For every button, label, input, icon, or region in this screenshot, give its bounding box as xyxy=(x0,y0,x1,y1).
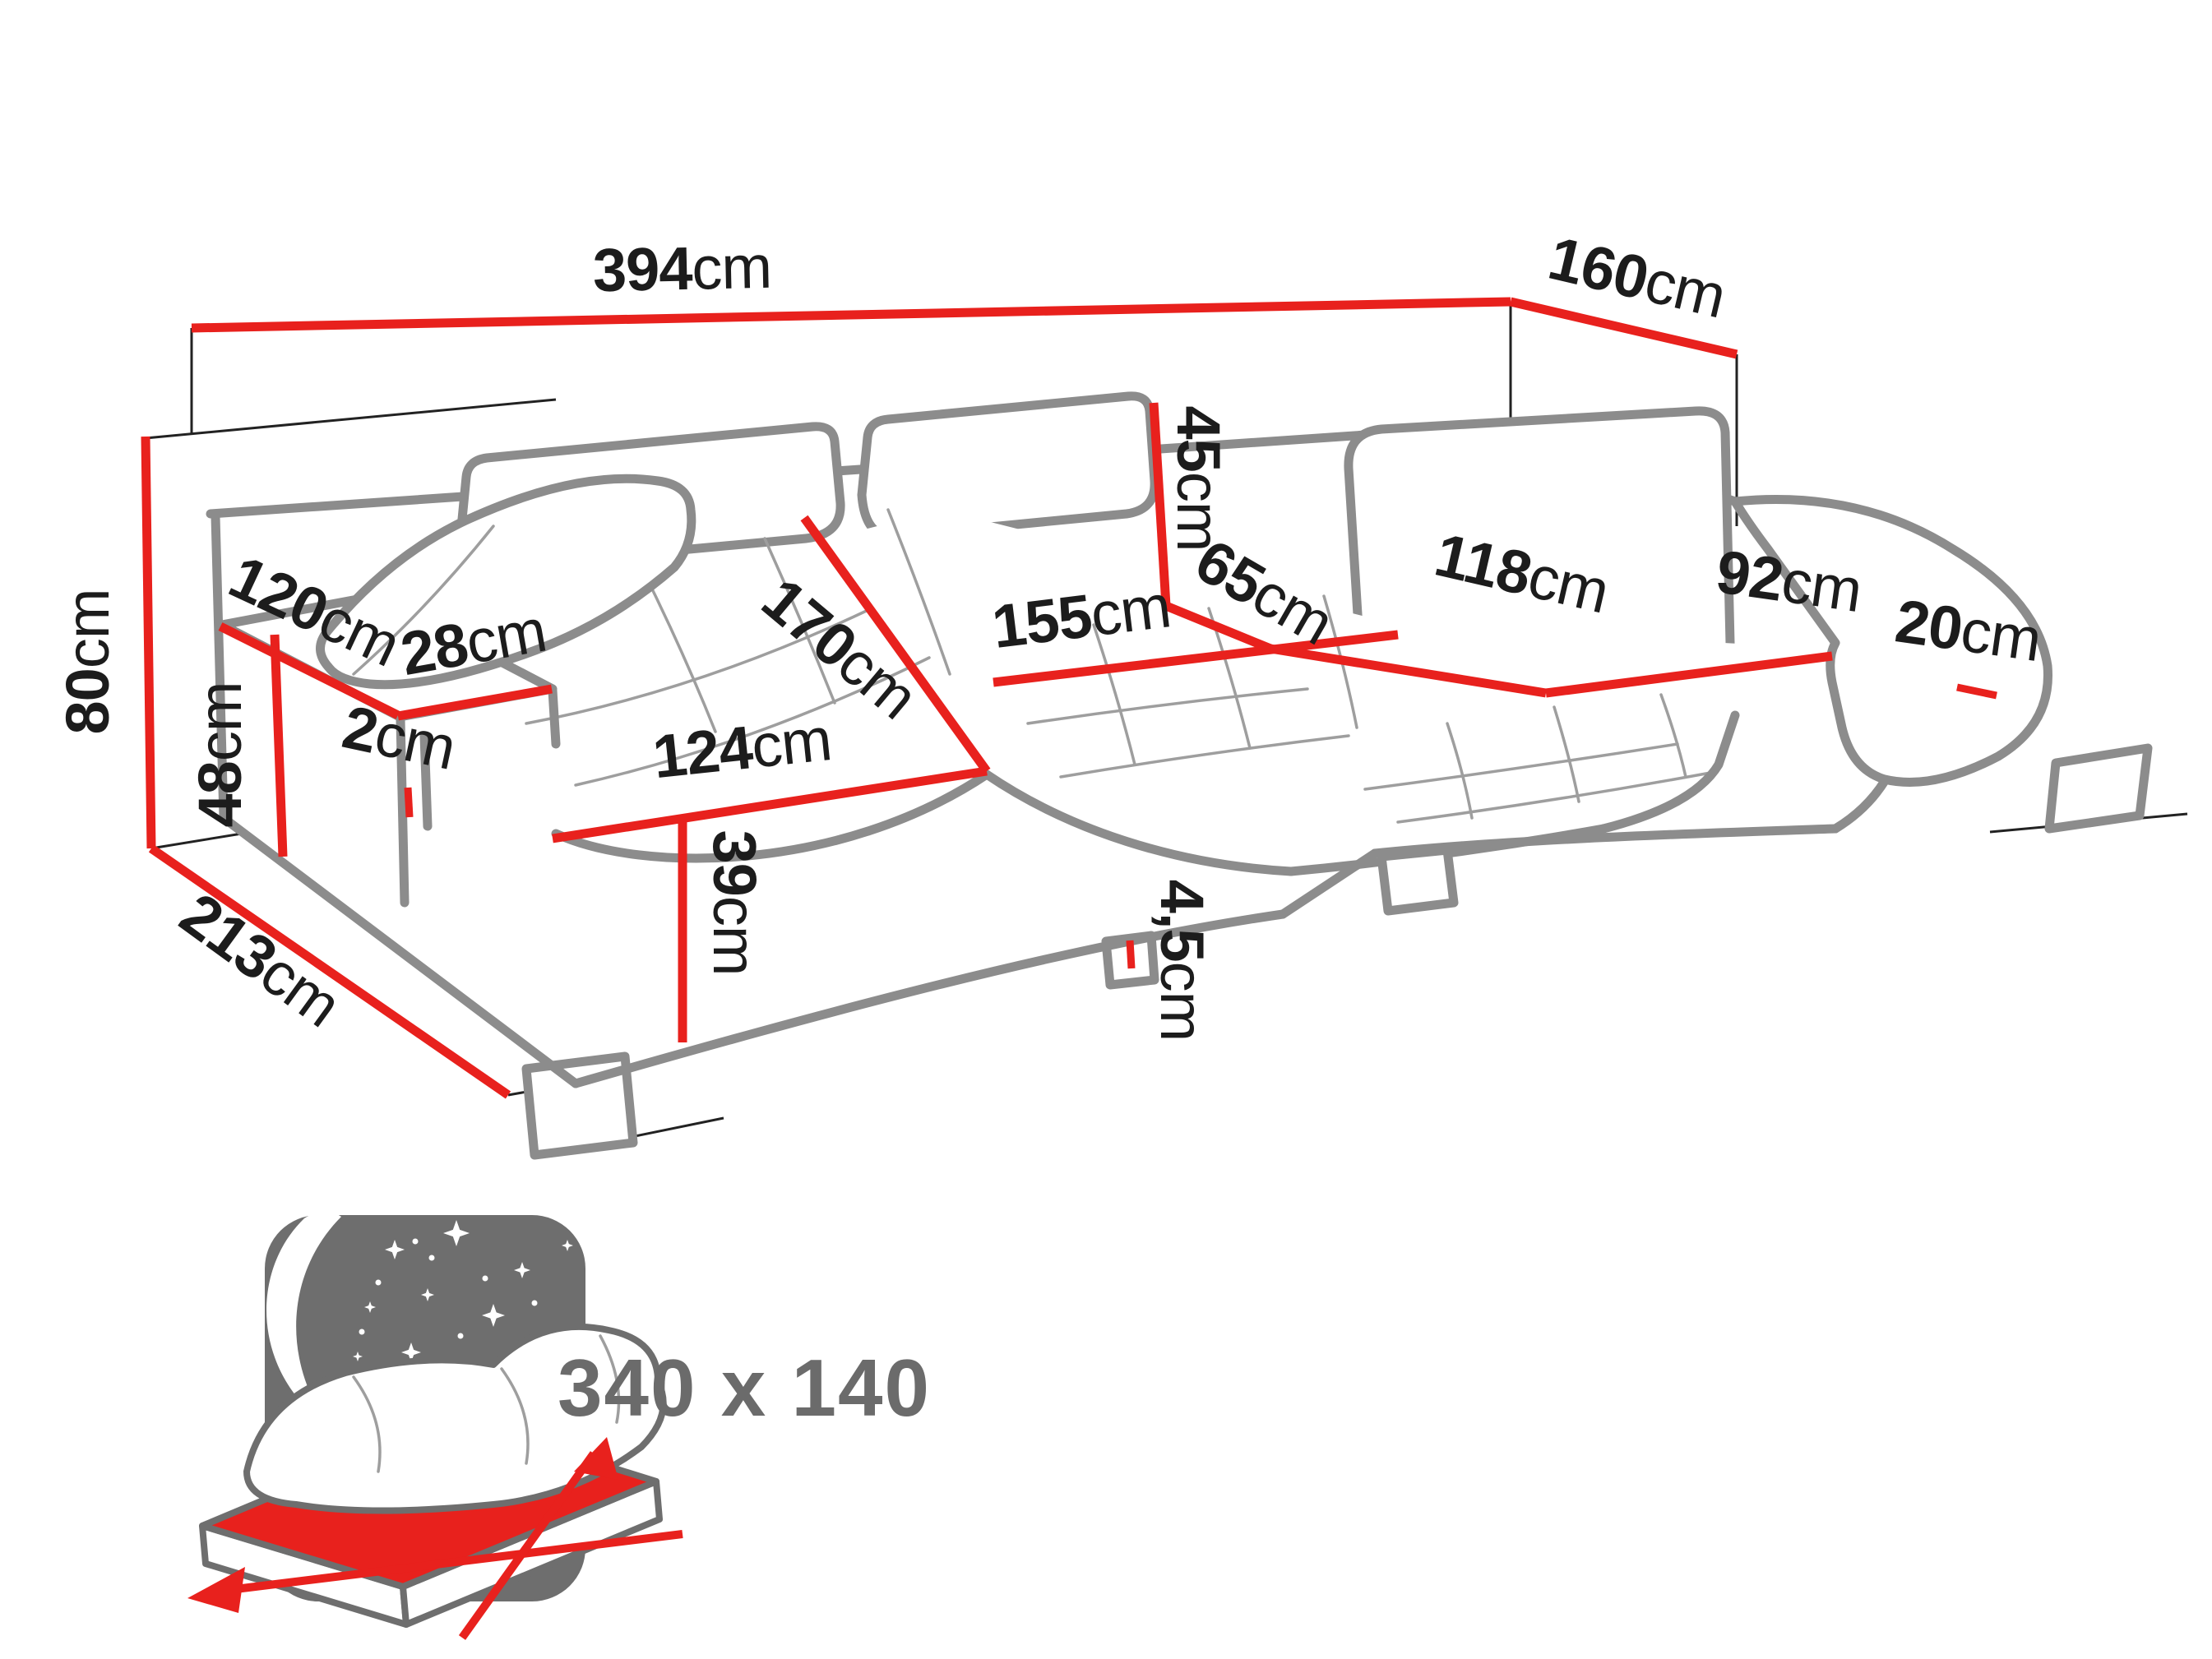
duvet-fold-3 xyxy=(599,1334,621,1424)
sofa-left-outer-edge xyxy=(211,511,229,823)
bed-width-arrowhead xyxy=(187,1567,245,1613)
label-total-width: 394cm xyxy=(592,233,772,305)
bed-duvet-pillows xyxy=(243,1323,667,1514)
label-leg-height: 4,5cm xyxy=(1148,880,1216,1042)
dim-line-48 xyxy=(270,634,288,857)
bed-icon xyxy=(187,1323,683,1640)
leg-right-front xyxy=(1377,845,1459,916)
leg-right-armrest xyxy=(2044,743,2153,834)
base-right-corner-edge xyxy=(1830,776,1890,834)
moon-icon xyxy=(266,1212,341,1426)
duvet-fold-2 xyxy=(500,1367,530,1465)
leg-front-left xyxy=(521,1051,638,1160)
dim-tick-20 xyxy=(1956,683,1997,700)
dim-line-92 xyxy=(1545,651,1833,698)
left-seat-front-edge xyxy=(551,769,992,863)
base-front-bottom-edge xyxy=(571,909,1288,1088)
armrest-left-inner-edge xyxy=(548,686,561,749)
label-right-armrest-width: 20cm xyxy=(1891,586,2045,674)
dim-line-120 xyxy=(218,622,400,719)
label-base-height: 48cm xyxy=(186,682,254,828)
dimension-lines xyxy=(141,297,1997,1099)
dim-tick-2 xyxy=(404,787,414,818)
label-right-seat-depth: 92cm xyxy=(1712,537,1866,625)
armrest-left-front-edge xyxy=(396,714,410,908)
dim-line-118 xyxy=(1270,644,1547,698)
seat-tuft-seams xyxy=(525,508,1712,824)
label-center-seat-width: 155cm xyxy=(988,571,1174,661)
dim-line-394 xyxy=(191,297,1511,333)
seat-left-gap-edge xyxy=(419,731,433,831)
bed-length-arrowhead xyxy=(574,1437,618,1480)
construction-tick-bottom-left xyxy=(150,831,248,850)
label-armrest-top-width: 28cm xyxy=(396,596,551,688)
dim-tick-4-5 xyxy=(1126,940,1136,969)
dim-line-80 xyxy=(141,436,156,849)
dim-line-28 xyxy=(397,684,553,721)
back-cushion-center xyxy=(857,391,1159,541)
dim-line-155 xyxy=(993,630,1399,687)
dim-line-160 xyxy=(1509,297,1738,359)
duvet-fold-1 xyxy=(352,1375,382,1473)
label-backrest-height: 45cm xyxy=(1164,406,1233,552)
right-seat-front-edge xyxy=(1599,710,1740,834)
base-inner-corner-edge xyxy=(1278,848,1380,919)
bed-length-arrow-line xyxy=(458,1451,598,1640)
left-seat-side-edge xyxy=(982,769,1296,876)
label-total-height: 80cm xyxy=(53,589,122,735)
base-right-bottom-edge xyxy=(1370,824,1840,858)
label-seat-height: 39cm xyxy=(701,830,769,976)
label-total-depth-right: 160cm xyxy=(1543,224,1732,331)
dim-line-170 xyxy=(800,515,991,774)
sleep-function-icon: 340 x 140 xyxy=(187,1212,931,1640)
label-left-seat-front: 124cm xyxy=(650,705,835,791)
dim-line-65 xyxy=(1164,601,1273,654)
dim-line-213 xyxy=(148,844,511,1099)
dim-line-45 xyxy=(1149,402,1171,607)
dim-line-124 xyxy=(552,766,988,843)
label-side-length-left: 213cm xyxy=(169,880,353,1040)
construction-line-back-top xyxy=(145,398,557,440)
base-left-bottom-edge xyxy=(219,813,581,1088)
pillow xyxy=(316,474,696,690)
pillow-fold xyxy=(352,525,495,676)
bed-width-arrow-line xyxy=(215,1530,683,1596)
bed-size-label: 340 x 140 xyxy=(558,1342,931,1433)
